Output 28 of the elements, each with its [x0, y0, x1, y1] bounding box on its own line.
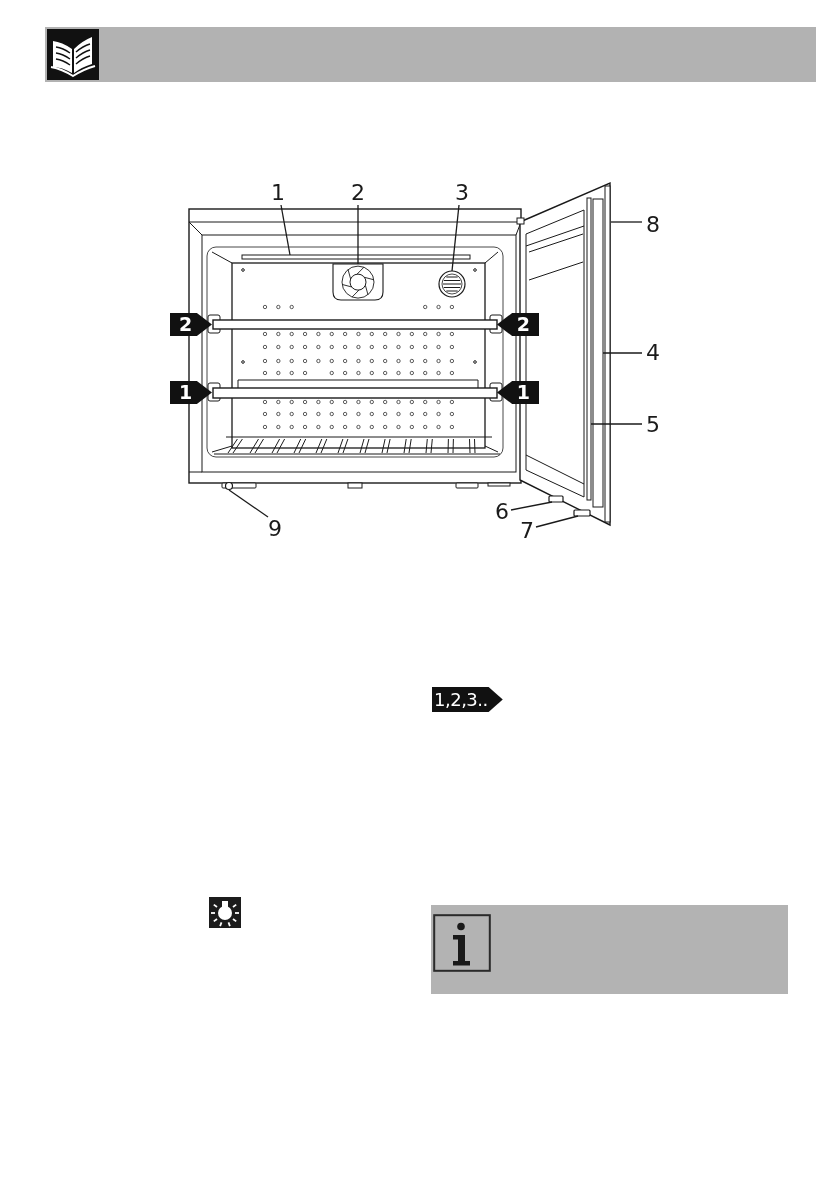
- door-edge-profile: [604, 185, 611, 523]
- callout-number: 9: [268, 518, 282, 540]
- leader-line: [451, 204, 460, 272]
- door-gasket: [586, 197, 592, 501]
- leader-line: [610, 221, 643, 223]
- adjustable-foot: [224, 481, 234, 491]
- callout-number: 7: [520, 520, 534, 542]
- door-handle-strip: [592, 198, 604, 508]
- leader-line: [280, 204, 291, 256]
- leader-line: [357, 204, 359, 265]
- leader-line: [602, 352, 643, 354]
- light-strip: [241, 254, 471, 260]
- fan-unit: [332, 263, 384, 301]
- callout-number: 5: [646, 414, 660, 436]
- hinge: [548, 495, 564, 503]
- hinge-bracket: [573, 509, 591, 517]
- callout-number: 4: [646, 342, 660, 364]
- leader-line: [590, 423, 643, 425]
- callout-number: 3: [455, 182, 469, 204]
- callout-number: 1: [271, 182, 285, 204]
- leader-line: [535, 515, 579, 528]
- callout-number: 6: [495, 501, 509, 523]
- sequence-badge: 1,2,3..: [432, 687, 503, 712]
- leader-line: [510, 501, 553, 511]
- callout-number: 2: [351, 182, 365, 204]
- round-grille: [438, 270, 466, 298]
- leader-line: [228, 489, 269, 518]
- callout-number: 8: [646, 214, 660, 236]
